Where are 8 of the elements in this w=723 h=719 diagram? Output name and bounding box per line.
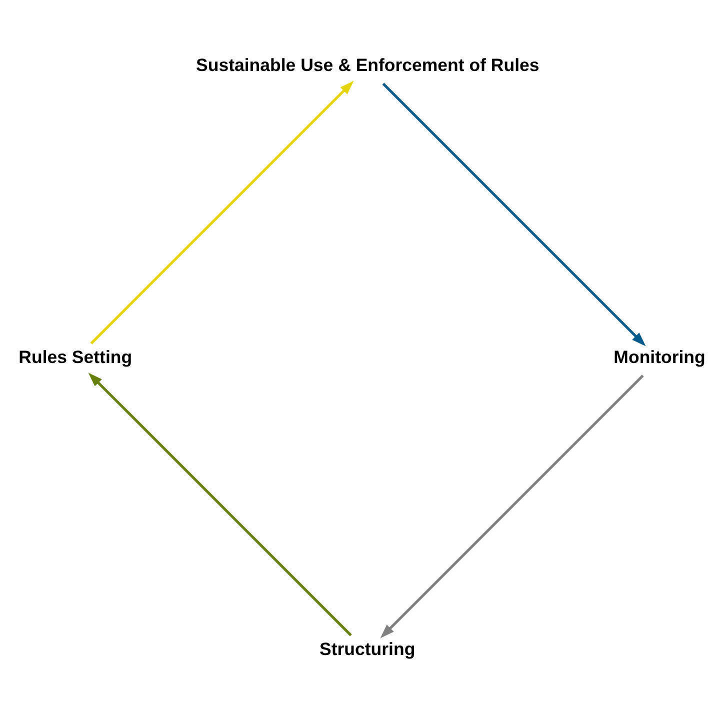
arrow <box>380 374 644 638</box>
arrow <box>88 372 352 636</box>
arrow <box>382 82 646 346</box>
node-text: Monitoring <box>614 347 706 368</box>
node-text: Structuring <box>320 639 416 660</box>
node-text: Rules Setting <box>18 347 132 368</box>
node-text: Sustainable Use & Enforcement of Rules <box>196 55 540 76</box>
arrow <box>90 80 354 344</box>
